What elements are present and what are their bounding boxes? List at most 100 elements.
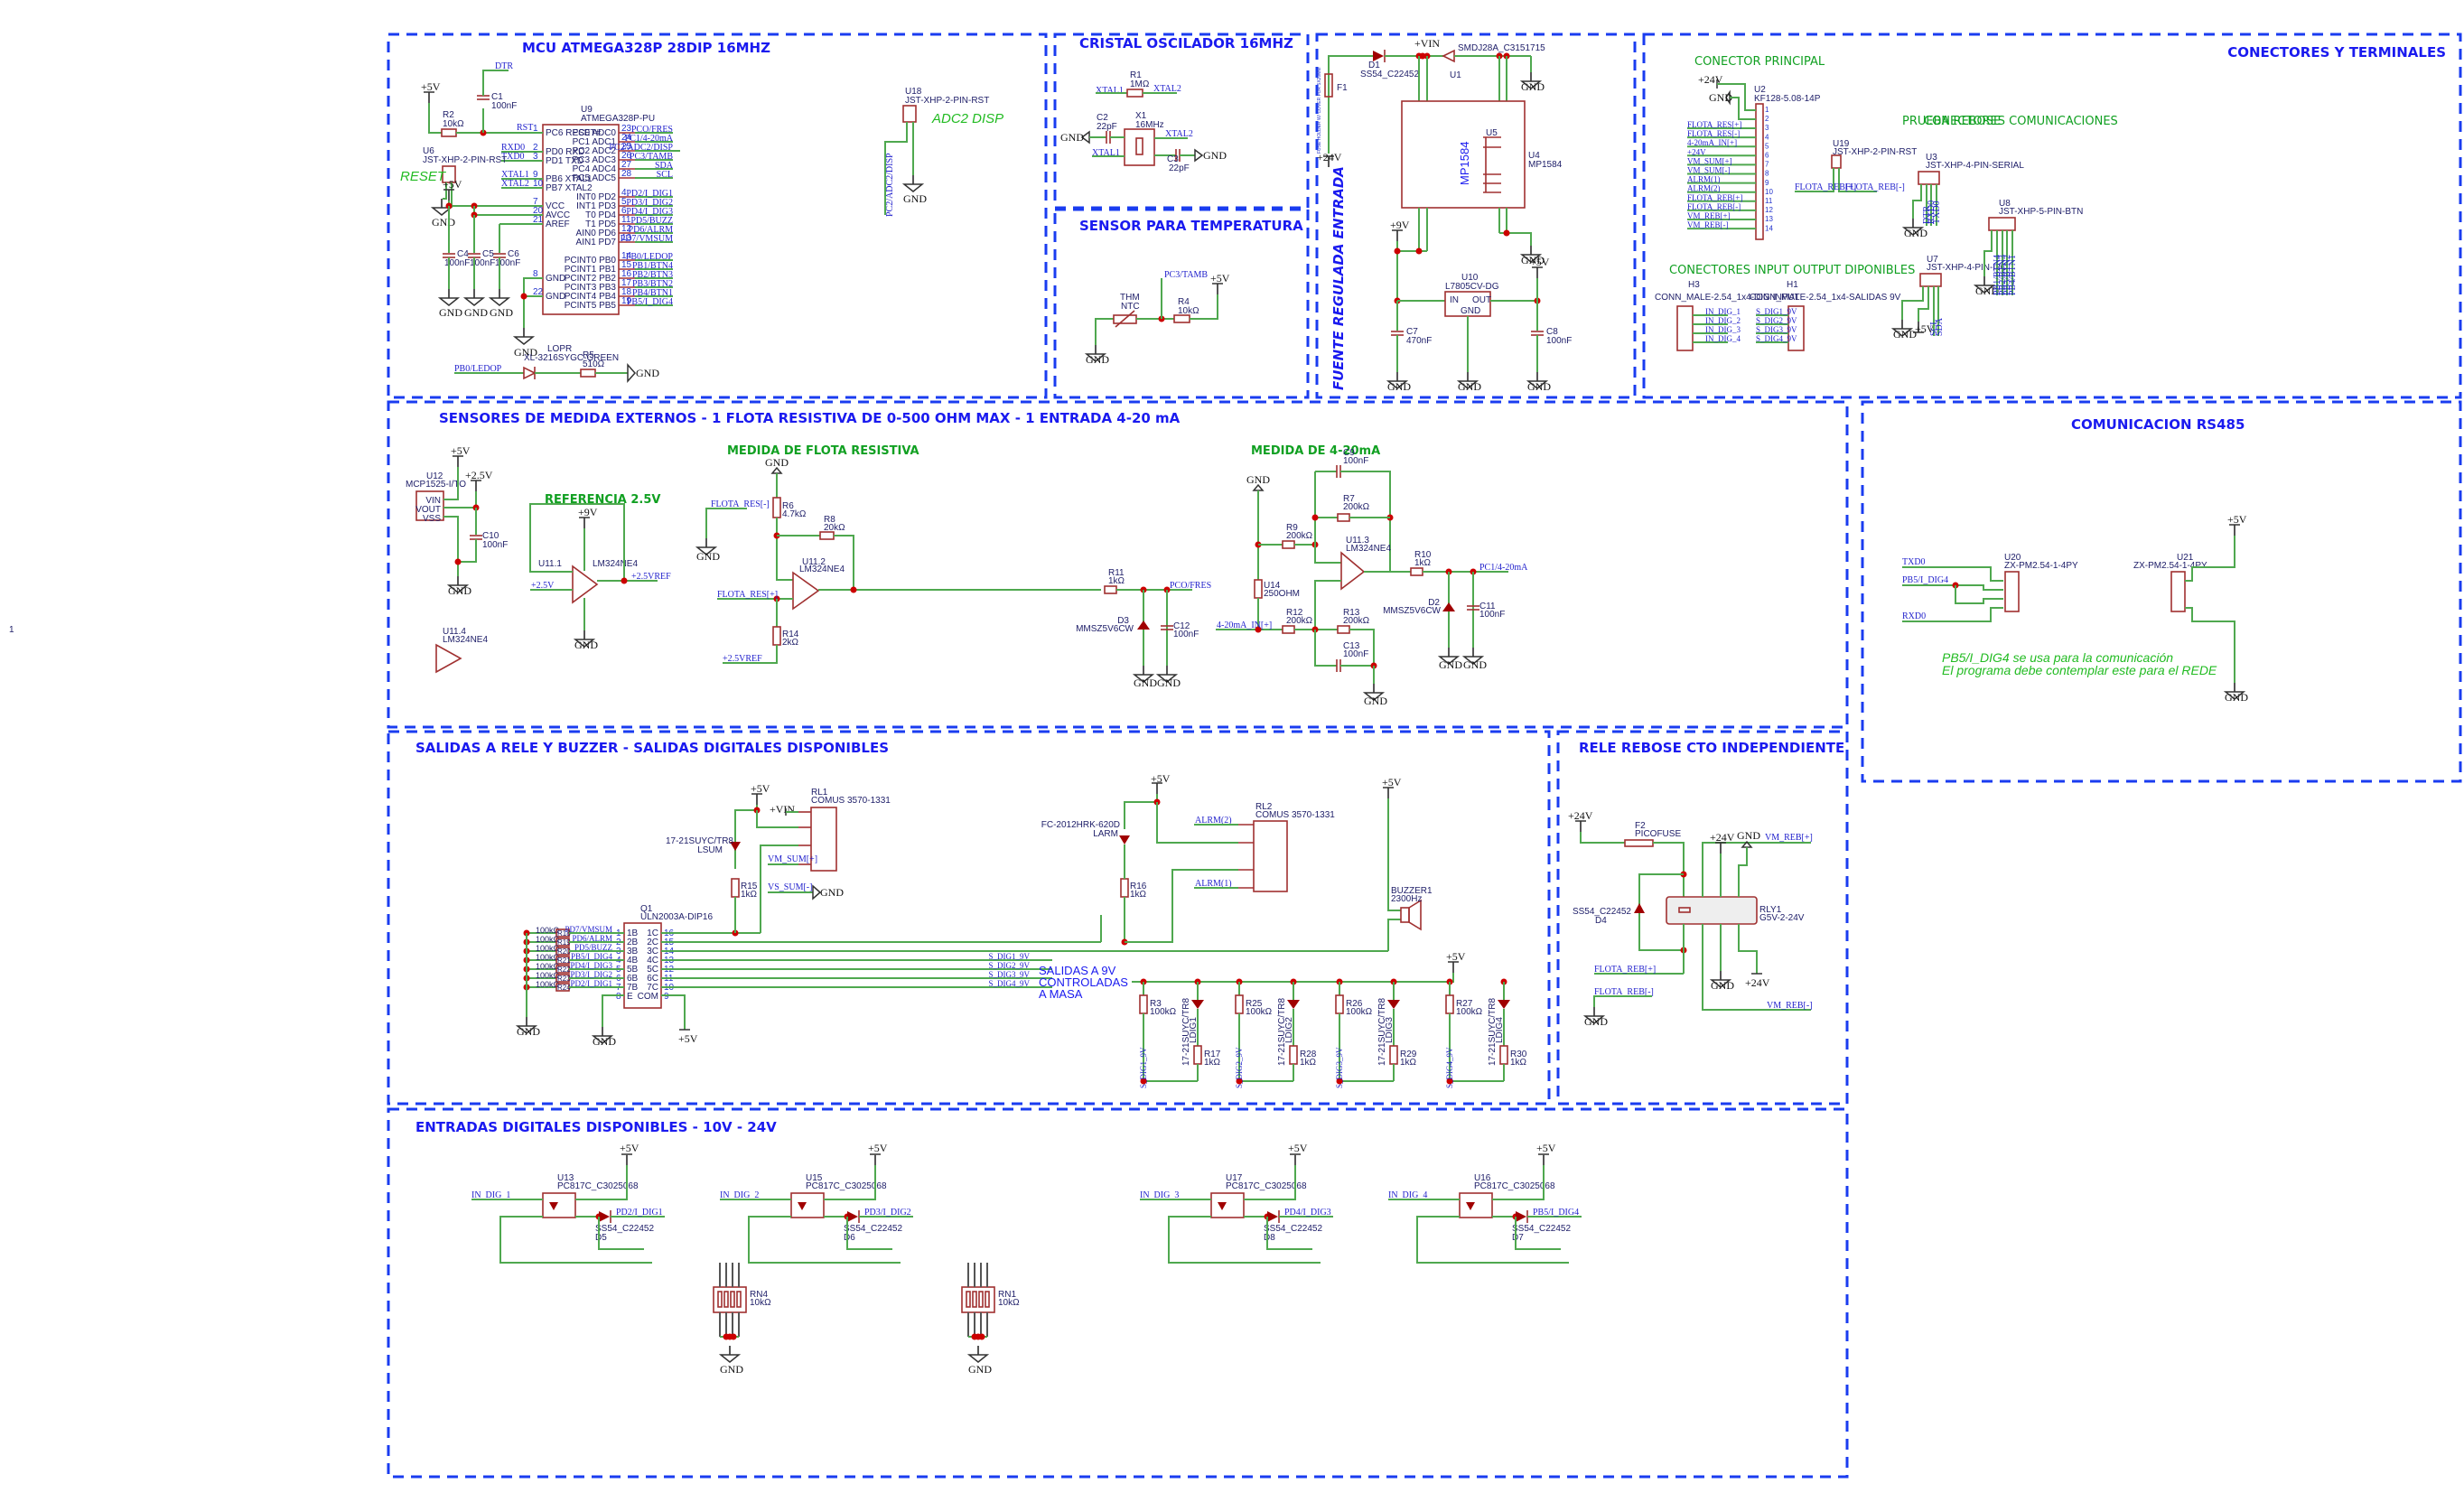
resistor-r17[interactable] [1193, 1045, 1202, 1065]
resistor-r8[interactable] [819, 531, 835, 540]
opamp-u11-4[interactable] [435, 643, 462, 674]
zener-d2[interactable] [1442, 602, 1455, 611]
net-label: PB5/I_DIG4 [571, 952, 613, 961]
voltage-reference-u12[interactable] [415, 490, 444, 521]
diode-d5[interactable] [599, 1211, 610, 1222]
led-ldig4[interactable] [1498, 1000, 1510, 1009]
net-label-scl: SCL [1929, 320, 1939, 336]
connector-u8-btn[interactable] [1988, 217, 2016, 231]
capacitor-c6[interactable] [493, 253, 506, 258]
diode-d7[interactable] [1516, 1211, 1526, 1222]
relay-rl1[interactable] [810, 807, 837, 872]
resistor-r2[interactable] [441, 128, 457, 137]
connector-u18[interactable] [902, 105, 917, 123]
opto-ref: U13 [557, 1173, 574, 1183]
r2-value: 10kΩ [443, 119, 464, 129]
connector-u3-serial[interactable] [1918, 171, 1940, 185]
diode-d4[interactable] [1634, 903, 1645, 913]
header-h3[interactable] [1676, 305, 1694, 351]
resistor-network-body[interactable] [961, 1286, 995, 1313]
shunt-resistor-u14[interactable] [1254, 579, 1263, 599]
led-lopr[interactable] [523, 366, 537, 380]
subtitle-prueba-rebose: PRUEBA REBOSE [1902, 115, 2001, 128]
connector-u19[interactable] [1831, 154, 1842, 169]
connector-u7-i2c[interactable] [1919, 273, 1942, 287]
led-lsum[interactable] [730, 842, 741, 851]
zener-d3[interactable] [1137, 621, 1150, 630]
led-larm[interactable] [1119, 835, 1130, 844]
opamp-u11-2[interactable] [792, 571, 820, 611]
gnd-label: GND [1584, 1015, 1608, 1028]
opamp-u11-1[interactable] [572, 565, 599, 604]
resistor-r14[interactable] [772, 626, 781, 646]
header-h1[interactable] [1787, 305, 1805, 351]
r9-value: 200kΩ [1286, 531, 1313, 541]
resistor-r30[interactable] [1499, 1045, 1508, 1065]
resistor-r29[interactable] [1389, 1045, 1398, 1065]
resistor-r9[interactable] [1282, 540, 1295, 549]
resistor-r25[interactable] [1235, 994, 1244, 1014]
resistor-r12[interactable] [1282, 625, 1295, 634]
u9-pin-name: PD1 TXD [546, 156, 583, 166]
driver-q1-uln2003[interactable] [623, 922, 662, 1009]
optocoupler-u15[interactable] [790, 1192, 825, 1218]
resistor-r15[interactable] [731, 878, 740, 898]
u9-chip-body[interactable] [542, 124, 620, 315]
u9-pin-name: PCINT5 PB5 [565, 301, 617, 311]
resistor-r1[interactable] [1126, 89, 1143, 98]
resistor-r5[interactable] [580, 369, 596, 378]
r5-value: 510Ω [583, 359, 605, 369]
capacitor-c10[interactable] [470, 535, 482, 540]
capacitor-c2[interactable] [1106, 131, 1111, 144]
connector-u21[interactable] [2170, 571, 2186, 612]
net-label: PD5/BUZZ [574, 943, 612, 952]
resistor-r26[interactable] [1335, 994, 1344, 1014]
relay-rly1[interactable] [1666, 896, 1758, 925]
resistor-r7[interactable] [1337, 513, 1350, 522]
capacitor-c12[interactable] [1161, 625, 1173, 630]
subtitle-conector-principal: CONECTOR PRINCIPAL [1694, 55, 1825, 69]
d4-ref: D4 [1595, 916, 1607, 926]
capacitor-c9[interactable] [1336, 465, 1341, 478]
resistor-r28[interactable] [1289, 1045, 1298, 1065]
mounting-u5[interactable] [1483, 136, 1501, 193]
optocoupler-u13[interactable] [542, 1192, 576, 1218]
connector-u6[interactable] [442, 165, 456, 183]
resistor-r10[interactable] [1410, 567, 1423, 576]
resistor-r13[interactable] [1337, 625, 1350, 634]
led-ldig3[interactable] [1387, 1000, 1400, 1009]
capacitor-c8[interactable] [1531, 331, 1544, 336]
opamp-u11-3[interactable] [1340, 551, 1366, 591]
capacitor-c13[interactable] [1336, 659, 1341, 672]
capacitor-c7[interactable] [1391, 331, 1404, 336]
resistor-r11[interactable] [1104, 585, 1117, 594]
terminal-block-u2[interactable] [1755, 103, 1764, 240]
fuse-f2[interactable] [1624, 839, 1654, 847]
optocoupler-u17[interactable] [1210, 1192, 1245, 1218]
capacitor-c5[interactable] [468, 253, 481, 258]
u9-pin-number: 14 [621, 251, 632, 261]
optocoupler-u16[interactable] [1459, 1192, 1493, 1218]
tvs-u1[interactable] [1442, 49, 1455, 63]
capacitor-c11[interactable] [1467, 605, 1479, 611]
relay-rl2[interactable] [1253, 820, 1288, 892]
resistor-r6[interactable] [772, 497, 781, 518]
crystal-x1[interactable] [1124, 128, 1155, 166]
led-ldig2[interactable] [1287, 1000, 1300, 1009]
resistor-r3[interactable] [1139, 994, 1148, 1014]
resistor-network-body[interactable] [713, 1286, 747, 1313]
fuse-f1[interactable] [1324, 73, 1333, 98]
resistor-r27[interactable] [1445, 994, 1454, 1014]
led-ldig1[interactable] [1191, 1000, 1204, 1009]
buck-module-u4[interactable] [1401, 100, 1526, 209]
rn-value: 10kΩ [998, 1298, 1020, 1308]
resistor-r16[interactable] [1120, 878, 1129, 898]
capacitor-c4[interactable] [443, 253, 455, 258]
resistor-r4[interactable] [1173, 314, 1190, 323]
buzzer[interactable] [1400, 907, 1410, 923]
connector-u20[interactable] [2004, 571, 2020, 612]
diode-d6[interactable] [847, 1211, 858, 1222]
diode-d8[interactable] [1267, 1211, 1278, 1222]
diode-d1[interactable] [1373, 51, 1384, 61]
